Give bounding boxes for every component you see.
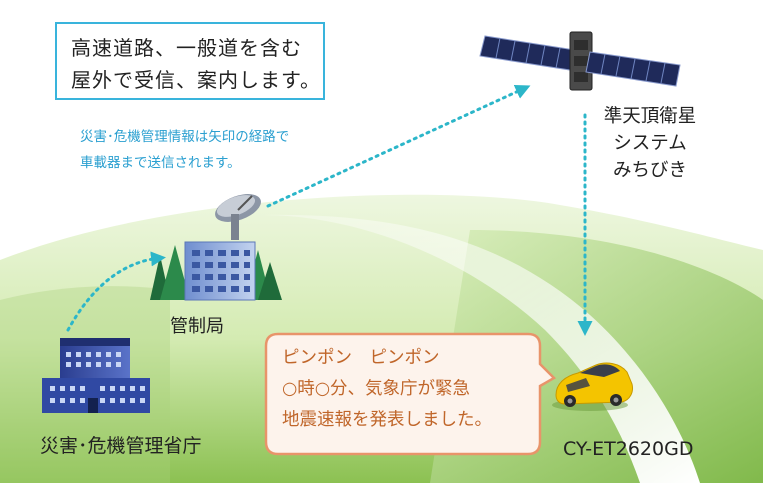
announcement-bubble — [264, 332, 557, 456]
control-station-icon — [150, 241, 282, 301]
alert-route-note: 災害･危機管理情報は矢印の経路で 車載器まで送信されます。 — [80, 124, 289, 176]
car-icon — [552, 362, 633, 411]
info-box-line2: 屋外で受信、案内します。 — [71, 68, 321, 92]
road — [262, 214, 700, 483]
satellite-label-line2: システム — [613, 133, 687, 154]
agency-building-icon — [42, 338, 150, 413]
arrow-agency-to-control — [66, 251, 166, 332]
announcement-line1: ピンポン ピンポン — [282, 348, 440, 368]
satellite-label: 準天頂衛星 システム みちびき — [595, 103, 705, 184]
satellite-label-line3: みちびき — [612, 160, 687, 181]
satellite-icon — [479, 31, 681, 91]
info-box: 高速道路、一般道を含む 屋外で受信、案内します。 — [55, 22, 325, 100]
announcement-line3: 地震速報を発表しました。 — [282, 410, 492, 430]
arrow-control-to-satellite — [266, 84, 531, 208]
alert-route-line1: 災害･危機管理情報は矢印の経路で — [80, 129, 290, 145]
car-model-label: CY-ET2620GD — [563, 438, 694, 460]
satellite-label-line1: 準天頂衛星 — [603, 106, 697, 127]
alert-route-line2: 車載器まで送信されます。 — [80, 155, 241, 171]
announcement-text: ピンポン ピンポン ○時○分、気象庁が緊急 地震速報を発表しました。 — [282, 343, 492, 436]
info-box-line1: 高速道路、一般道を含む — [71, 36, 302, 60]
control-station-label: 管制局 — [170, 316, 224, 337]
dish-antenna-icon — [215, 194, 261, 240]
announcement-line2: ○時○分、気象庁が緊急 — [282, 379, 471, 399]
agency-label: 災害･危機管理省庁 — [40, 435, 202, 457]
